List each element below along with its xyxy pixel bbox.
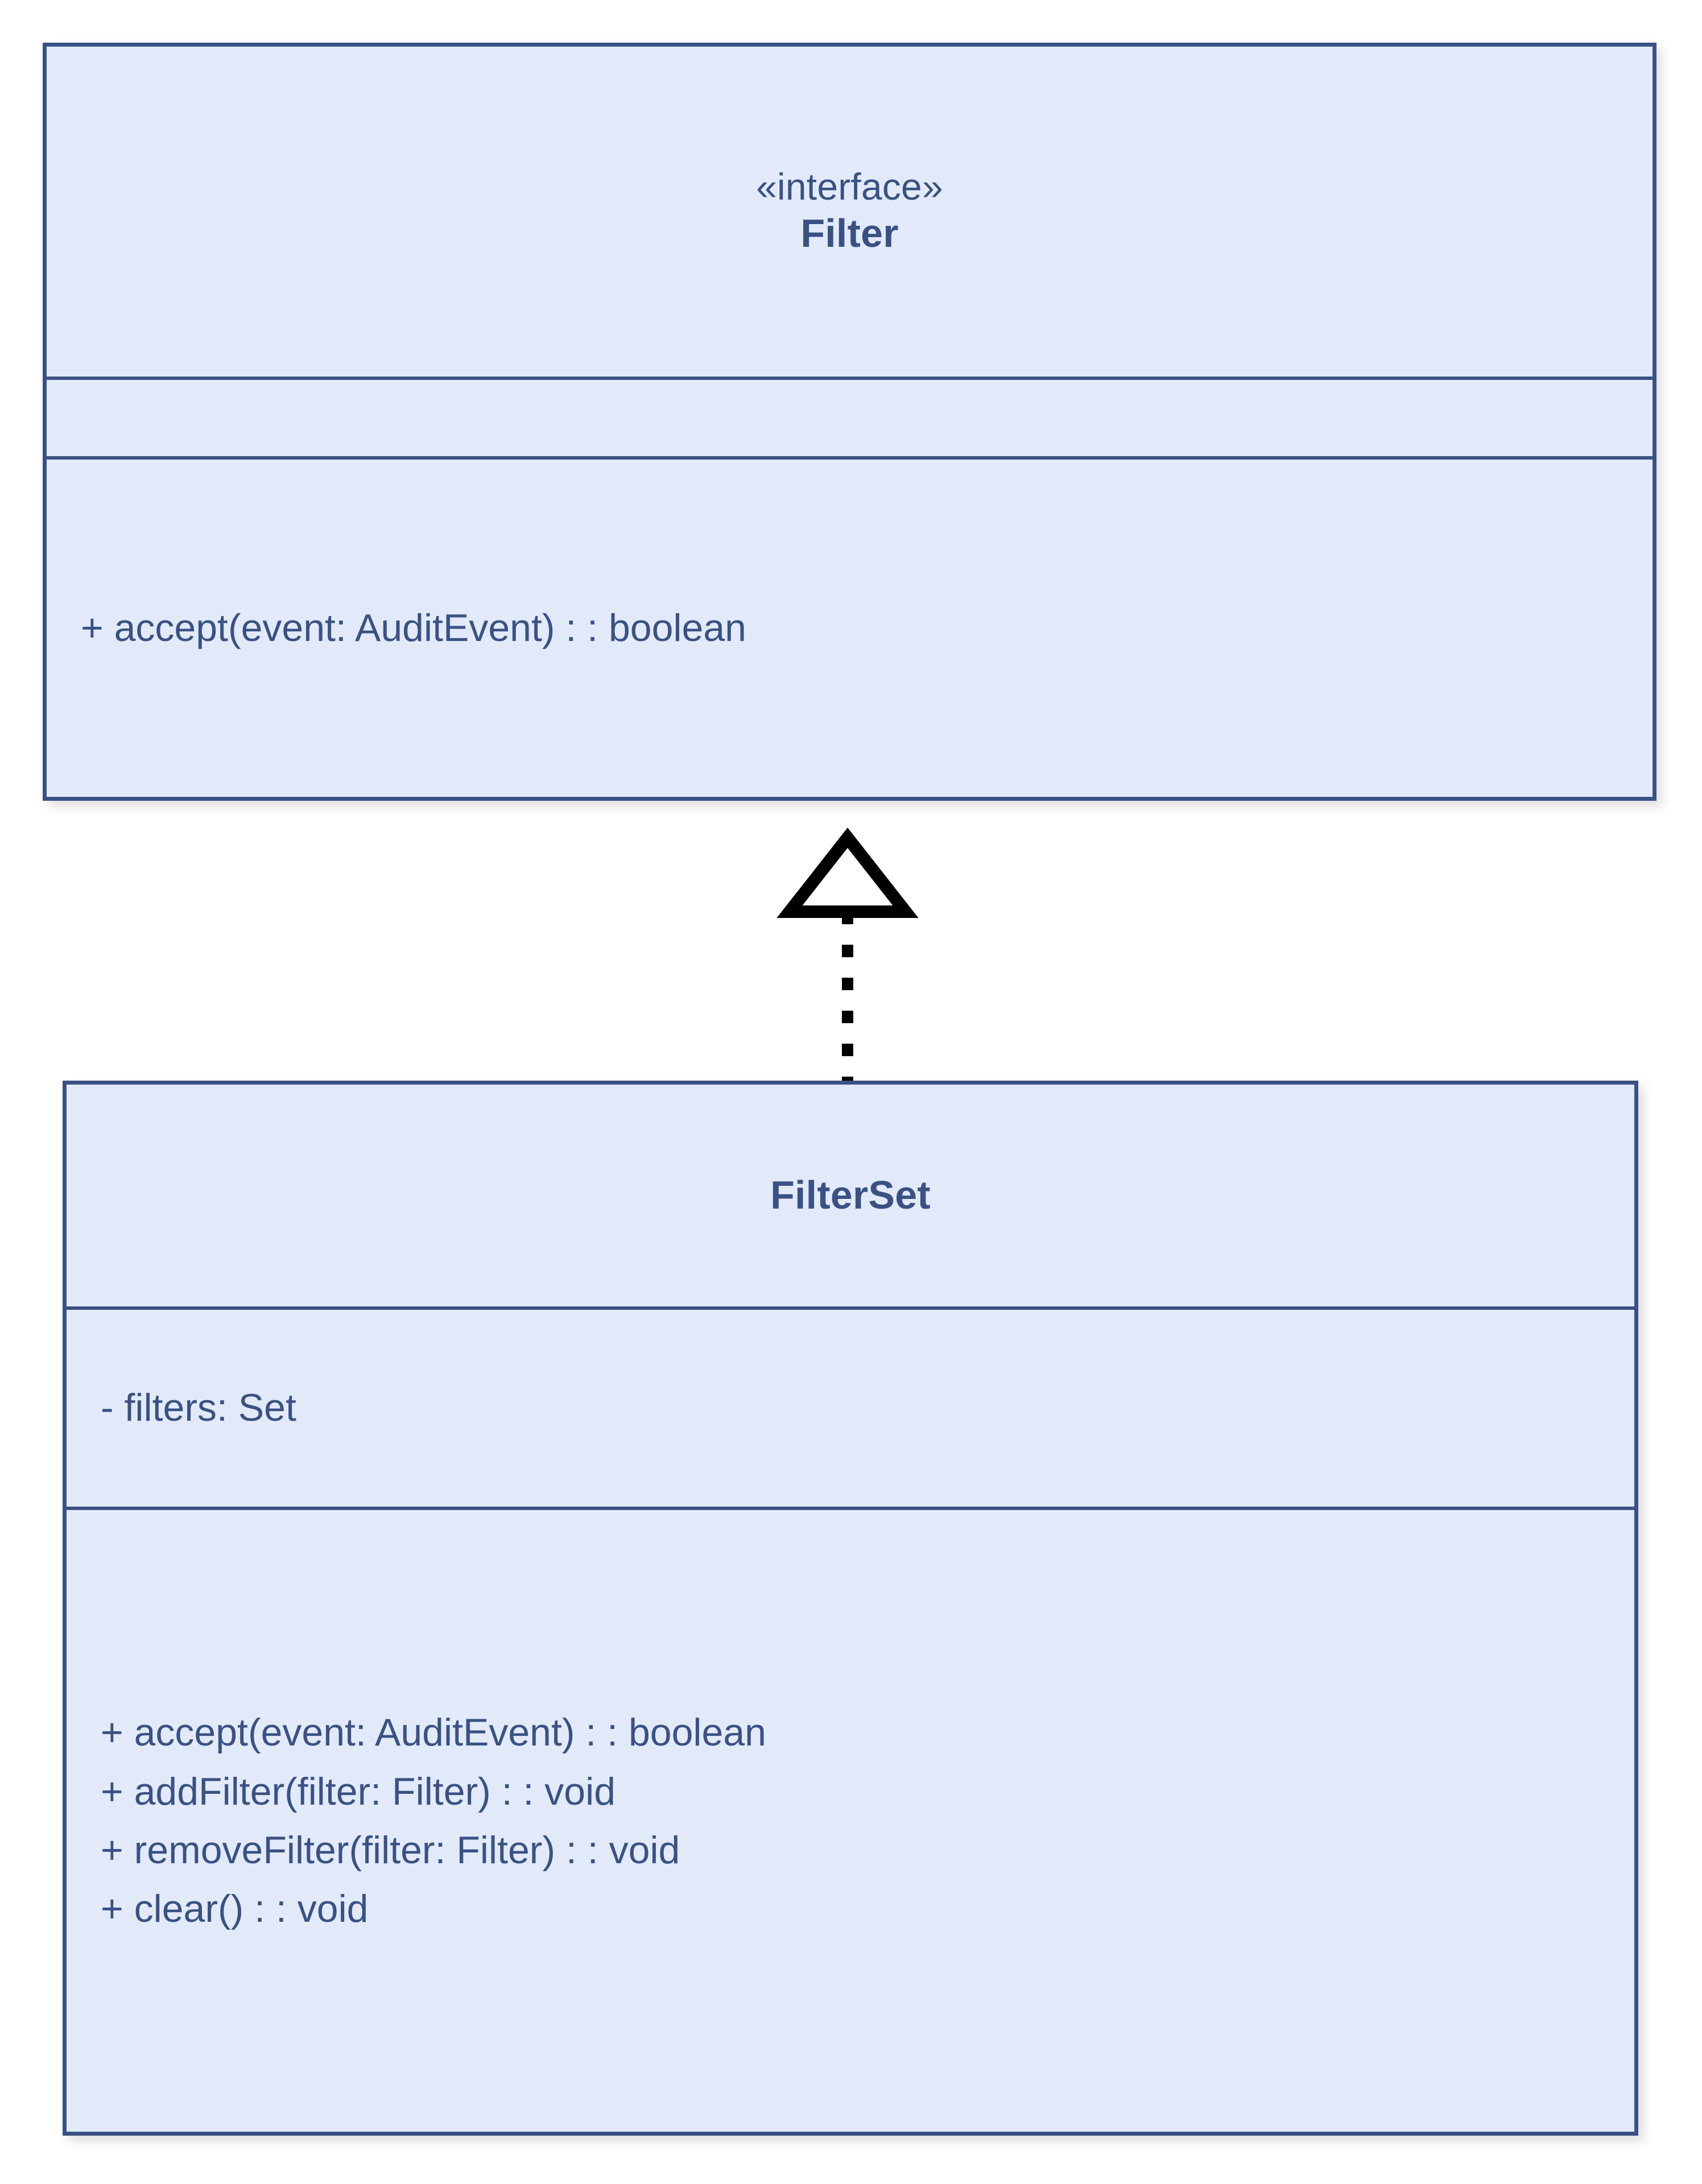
realization-arrow-svg xyxy=(776,828,919,1085)
class-header-filter: «interface» Filter xyxy=(47,47,1653,377)
class-name-filter: Filter xyxy=(800,211,899,256)
attributes-compartment-filterset: - filters: Set xyxy=(67,1306,1634,1507)
class-header-filterset: FilterSet xyxy=(67,1085,1634,1306)
methods-compartment-filter: + accept(event: AuditEvent) : : boolean xyxy=(47,456,1653,797)
methods-compartment-filterset: + accept(event: AuditEvent) : : boolean … xyxy=(67,1507,1634,2132)
method-item[interactable]: + addFilter(filter: Filter) : : void xyxy=(101,1769,616,1813)
method-item[interactable]: + accept(event: AuditEvent) : : boolean xyxy=(81,606,746,650)
realization-connector-filterset-to-filter xyxy=(762,828,933,1089)
attributes-compartment-filter xyxy=(47,377,1653,456)
method-item[interactable]: + accept(event: AuditEvent) : : boolean xyxy=(101,1711,766,1755)
class-stereotype-filter: «interface» xyxy=(756,166,943,208)
hollow-triangle-icon xyxy=(776,828,919,918)
attribute-item[interactable]: - filters: Set xyxy=(101,1386,296,1430)
class-box-filter[interactable]: «interface» Filter + accept(event: Audit… xyxy=(43,43,1656,801)
class-name-filterset: FilterSet xyxy=(770,1173,931,1218)
class-box-filterset[interactable]: FilterSet - filters: Set + accept(event:… xyxy=(63,1081,1638,2136)
method-item[interactable]: + removeFilter(filter: Filter) : : void xyxy=(101,1829,680,1872)
method-item[interactable]: + clear() : : void xyxy=(101,1887,369,1931)
